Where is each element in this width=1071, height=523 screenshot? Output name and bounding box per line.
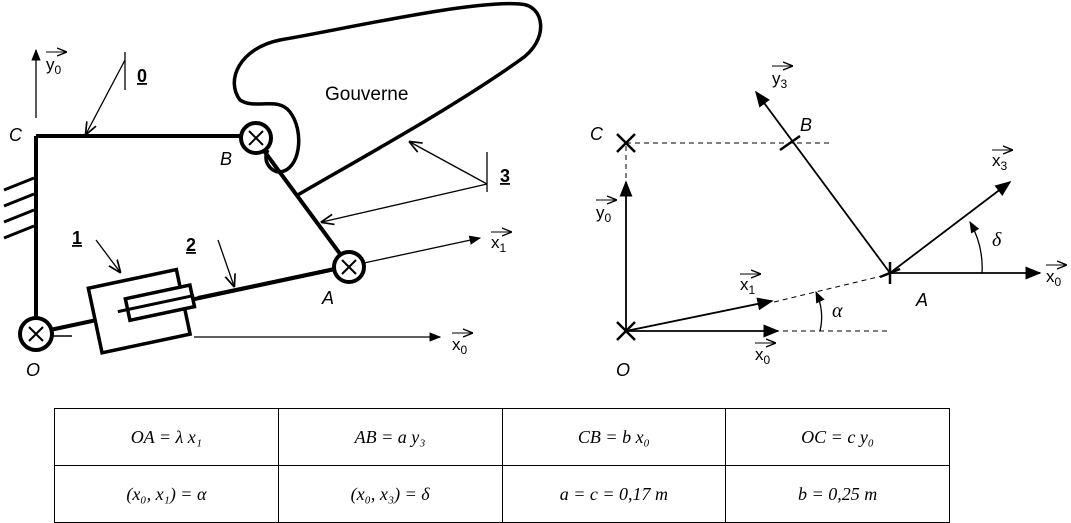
right-x1-label: x1 [740, 274, 760, 297]
right-x1-axis [625, 297, 774, 332]
right-x3-axis [889, 181, 1012, 274]
table-cell: (x₀, x₃) = δ [277, 465, 503, 523]
angle-delta-label: δ [992, 229, 1002, 251]
right-point-b: B [800, 115, 812, 135]
left-x1-label: x1 [491, 232, 511, 255]
angle-alpha-label: α [832, 300, 843, 322]
link-ab [254, 138, 351, 268]
table-cell: (x₀, x₁) = α [54, 465, 279, 523]
gouverne-shape [232, 1, 543, 198]
body-label-1: 1 [72, 228, 82, 248]
body-label-3: 3 [500, 166, 510, 186]
table-cell: OC = c y₀ [725, 408, 950, 466]
table-cell: OA = λ x₁ [54, 408, 279, 466]
right-y3-label: y3 [772, 66, 792, 91]
svg-text:y3: y3 [772, 69, 788, 91]
left-point-o: O [26, 360, 40, 380]
svg-text:x0: x0 [452, 335, 468, 357]
gouverne-label: Gouverne [325, 84, 408, 105]
mark-o [616, 321, 636, 341]
right-x0-label-o: x0 [755, 343, 775, 367]
table-cell: b = 0,25 m [725, 465, 950, 523]
right-x0-label-a: x0 [1046, 265, 1066, 289]
right-point-o: O [616, 360, 630, 380]
svg-text:x1: x1 [491, 233, 507, 255]
table-cell: AB = a y₃ [277, 408, 503, 466]
right-x3-label: x3 [992, 150, 1012, 173]
left-x0-label: x0 [452, 333, 472, 357]
table-row: OA = λ x₁ AB = a y₃ CB = b x₀ OC = c y₀ [54, 408, 950, 466]
svg-text:x1: x1 [740, 275, 756, 297]
left-x1-axis [363, 235, 482, 264]
table-row: (x₀, x₁) = α (x₀, x₃) = δ a = c = 0,17 m… [54, 465, 950, 523]
mark-c [616, 133, 636, 153]
svg-text:y0: y0 [596, 203, 612, 225]
svg-text:x0: x0 [755, 345, 771, 367]
right-geometry: C B A O α δ y3 x3 y0 x1 x0 x0 [590, 66, 1066, 380]
angle-alpha-arc [815, 290, 825, 332]
right-point-c: C [590, 124, 604, 144]
right-y0-label: y0 [596, 200, 616, 225]
left-mechanism: 0 1 2 3 C B A O Gouverne y0 x1 x0 [3, 1, 543, 380]
mark-a [879, 262, 901, 284]
left-point-a: A [321, 288, 334, 308]
leader-lines [86, 52, 488, 286]
actuator-body-1 [86, 267, 197, 355]
pivot-b [239, 121, 273, 155]
svg-text:x0: x0 [1046, 267, 1062, 289]
svg-text:x3: x3 [992, 151, 1008, 173]
svg-text:y0: y0 [46, 55, 62, 77]
table-cell: CB = b x₀ [501, 408, 727, 466]
construction-lines [625, 142, 888, 332]
actuator-rod-2-end [197, 264, 350, 300]
left-point-c: C [9, 125, 23, 145]
left-y0-label: y0 [46, 52, 66, 77]
right-point-a: A [915, 290, 928, 310]
body-label-0: 0 [137, 66, 147, 86]
right-ab-line [755, 90, 891, 274]
parameter-table: OA = λ x₁ AB = a y₃ CB = b x₀ OC = c y₀ … [54, 408, 950, 523]
ground-hatch [3, 176, 35, 240]
left-point-b: B [220, 149, 232, 169]
angle-delta-arc [969, 220, 983, 274]
table-cell: a = c = 0,17 m [501, 465, 727, 523]
body-label-2: 2 [186, 235, 196, 255]
pivot-o [18, 316, 54, 352]
pivot-a [332, 250, 366, 284]
mark-b [779, 134, 801, 152]
